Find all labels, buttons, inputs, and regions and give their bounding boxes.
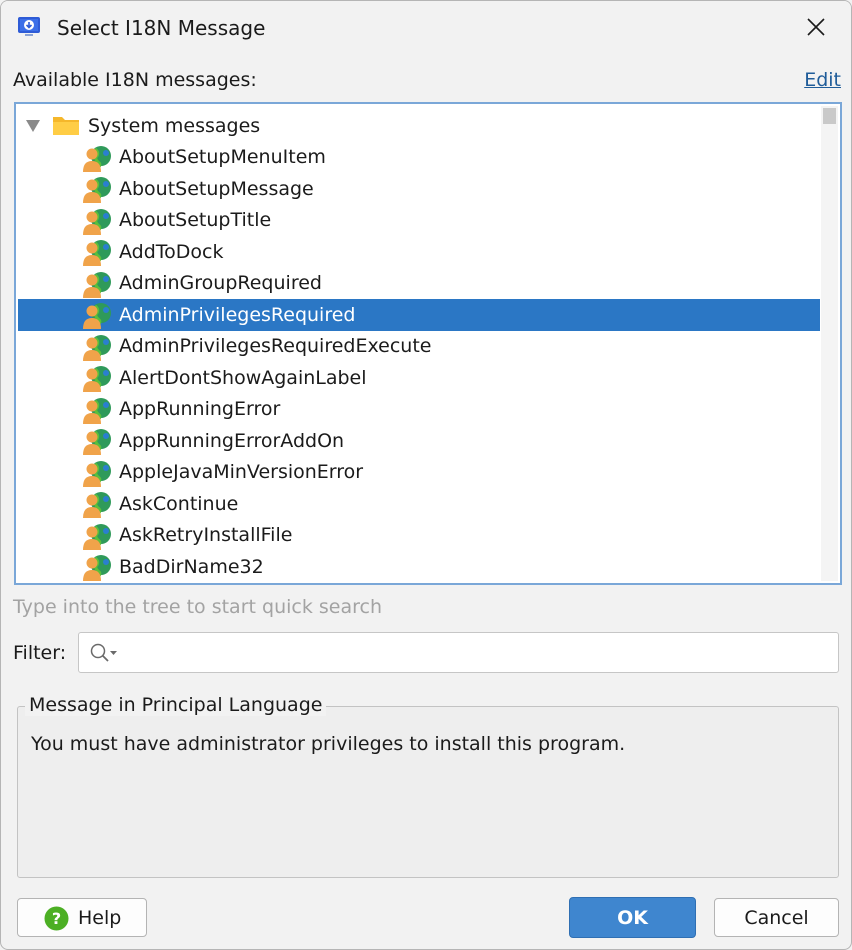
cancel-button-label: Cancel: [744, 906, 809, 929]
i18n-message-icon: [82, 521, 112, 551]
svg-text:?: ?: [52, 909, 61, 928]
i18n-message-icon: [82, 174, 112, 204]
tree-item[interactable]: AdminPrivilegesRequired: [18, 299, 820, 331]
tree-item-label: AppleJavaMinVersionError: [119, 461, 364, 484]
tree-item[interactable]: AskContinue: [18, 488, 820, 520]
help-button[interactable]: ? Help: [17, 898, 147, 937]
tree-item-label: AboutSetupMessage: [119, 177, 314, 200]
tree-item-label: AlertDontShowAgainLabel: [119, 366, 367, 389]
tree-item[interactable]: AboutSetupMenuItem: [18, 142, 820, 174]
tree-scrollbar[interactable]: [821, 106, 838, 581]
i18n-message-icon: [82, 237, 112, 267]
tree-item[interactable]: AskRetryInstallFile: [18, 520, 820, 552]
tree-item-label: AboutSetupMenuItem: [119, 146, 326, 169]
i18n-message-icon: [82, 269, 112, 299]
help-button-label: Help: [78, 906, 122, 929]
i18n-message-icon: [82, 489, 112, 519]
tree-item-label: AdminPrivilegesRequired: [119, 303, 356, 326]
search-dropdown-icon[interactable]: [89, 642, 119, 664]
message-group-legend: Message in Principal Language: [25, 694, 327, 716]
edit-link[interactable]: Edit: [804, 69, 841, 91]
close-button[interactable]: [793, 9, 839, 49]
i18n-message-icon: [82, 300, 112, 330]
i18n-message-icon: [82, 552, 112, 582]
tree-root-system-messages[interactable]: System messages: [18, 110, 820, 142]
tree-item[interactable]: AdminPrivilegesRequiredExecute: [18, 331, 820, 363]
quick-search-hint: Type into the tree to start quick search: [13, 596, 382, 618]
i18n-message-icon: [82, 426, 112, 456]
folder-icon: [52, 113, 80, 137]
tree-item-label: AdminPrivilegesRequiredExecute: [119, 335, 432, 358]
i18n-message-icon: [82, 363, 112, 393]
i18n-message-icon: [82, 332, 112, 362]
i18n-message-icon: [82, 206, 112, 236]
tree-item-label: AskContinue: [119, 492, 239, 515]
ok-button-label: OK: [617, 906, 648, 929]
filter-input[interactable]: [123, 639, 823, 667]
i18n-message-icon: [82, 395, 112, 425]
available-messages-label: Available I18N messages:: [13, 69, 257, 91]
title-bar: Select I18N Message: [1, 1, 851, 57]
ok-button[interactable]: OK: [569, 897, 696, 938]
tree-item[interactable]: AdminGroupRequired: [18, 268, 820, 300]
i18n-message-icon: [82, 458, 112, 488]
tree-item[interactable]: BadDirName32: [18, 551, 820, 583]
tree-item[interactable]: AddToDock: [18, 236, 820, 268]
tree-item[interactable]: AboutSetupMessage: [18, 173, 820, 205]
tree-item-label: AddToDock: [119, 240, 224, 263]
tree-item[interactable]: AboutSetupTitle: [18, 205, 820, 237]
tree-item-label: AdminGroupRequired: [119, 272, 322, 295]
close-icon: [806, 17, 826, 41]
tree-root-label: System messages: [88, 114, 261, 137]
window-title: Select I18N Message: [57, 16, 266, 40]
tree-item[interactable]: AppleJavaMinVersionError: [18, 457, 820, 489]
i18n-message-icon: [82, 143, 112, 173]
help-icon: ?: [44, 906, 69, 931]
principal-language-message: You must have administrator privileges t…: [31, 733, 626, 755]
tree-item-label: AboutSetupTitle: [119, 209, 272, 232]
tree-item[interactable]: AppRunningError: [18, 394, 820, 426]
tree-item-label: AskRetryInstallFile: [119, 524, 293, 547]
installer-icon: [17, 15, 41, 39]
cancel-button[interactable]: Cancel: [714, 898, 839, 937]
message-group-box: [17, 706, 839, 878]
filter-label: Filter:: [13, 642, 67, 664]
tree-item-label: AppRunningErrorAddOn: [119, 429, 345, 452]
scrollbar-thumb[interactable]: [823, 108, 836, 124]
tree-item[interactable]: AppRunningErrorAddOn: [18, 425, 820, 457]
tree-item[interactable]: AlertDontShowAgainLabel: [18, 362, 820, 394]
filter-field[interactable]: [78, 632, 839, 673]
collapse-triangle-icon[interactable]: [26, 119, 40, 132]
tree-item-label: AppRunningError: [119, 398, 281, 421]
tree-item-label: BadDirName32: [119, 555, 264, 578]
